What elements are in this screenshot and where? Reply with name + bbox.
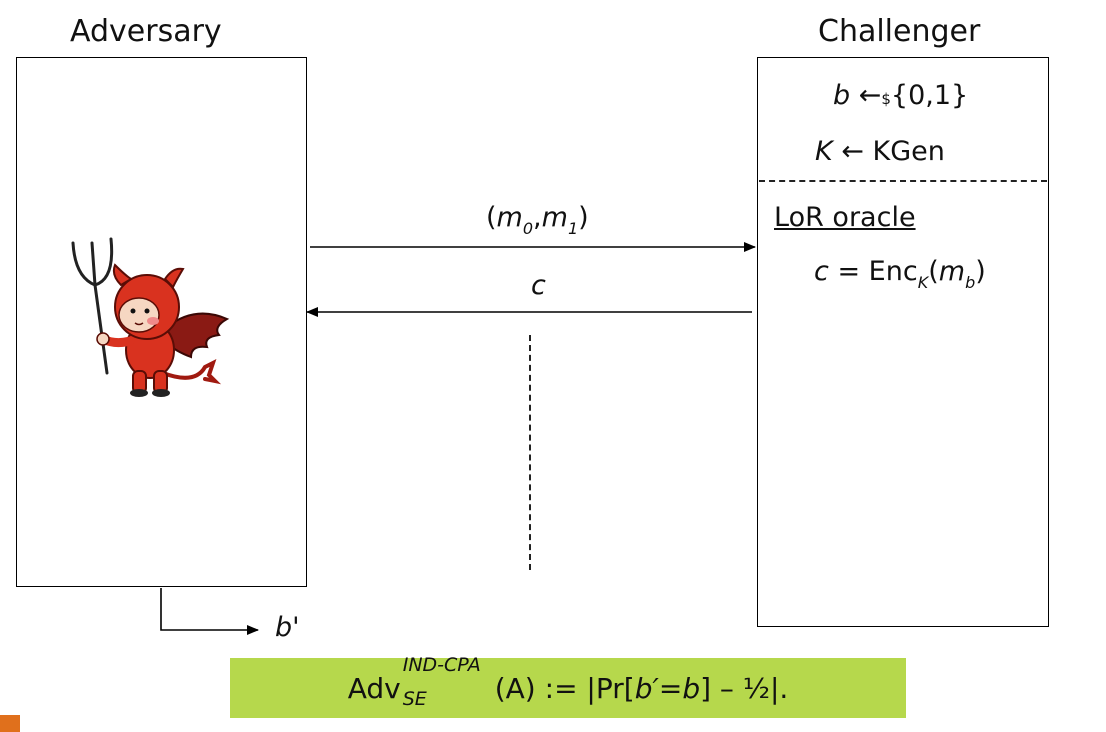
random-symbol: $ bbox=[881, 90, 891, 108]
tail-icon bbox=[161, 359, 222, 385]
devil-character-icon bbox=[71, 237, 230, 397]
paren-open: ( bbox=[486, 202, 497, 233]
var-c: c bbox=[814, 256, 829, 287]
horn-icon bbox=[112, 263, 133, 287]
enc-label: Enc bbox=[868, 256, 918, 287]
slide-corner-accent bbox=[0, 715, 20, 732]
challenger-title: Challenger bbox=[818, 14, 981, 49]
oracle-line: c = EncK(mb) bbox=[814, 256, 986, 292]
adv-b-prime: b′ bbox=[634, 671, 659, 705]
challenger-box bbox=[757, 57, 1049, 627]
response-label: c bbox=[531, 270, 546, 301]
adversary-title: Adversary bbox=[70, 14, 222, 49]
var-k: K bbox=[815, 136, 833, 167]
paren-open: ( bbox=[928, 256, 939, 287]
var-m: m bbox=[938, 256, 966, 287]
bit-set: {0,1} bbox=[890, 80, 969, 111]
message-subscript: b bbox=[965, 273, 976, 292]
adv-b: b bbox=[682, 671, 701, 705]
comma: , bbox=[533, 202, 542, 233]
adv-equals: = bbox=[658, 671, 683, 705]
adv-subscript: SE bbox=[402, 688, 427, 710]
adv-superscript: IND-CPA bbox=[402, 654, 481, 676]
setup-b-line: b ←${0,1} bbox=[833, 80, 968, 111]
kgen-label: KGen bbox=[872, 136, 945, 167]
trident-icon bbox=[71, 237, 114, 375]
m0-var: m bbox=[496, 202, 523, 233]
setup-k-line: K ← KGen bbox=[815, 136, 945, 167]
m0-subscript: 0 bbox=[522, 219, 534, 238]
output-label: b' bbox=[275, 612, 300, 643]
m1-var: m bbox=[541, 202, 568, 233]
horn-icon bbox=[163, 267, 185, 289]
oracle-title: LoR oracle bbox=[774, 202, 916, 233]
paren-close: ) bbox=[975, 256, 986, 287]
challenger-divider bbox=[759, 180, 1047, 182]
query-label: (m0,m1) bbox=[486, 202, 589, 238]
equals-sign: = bbox=[837, 256, 861, 287]
arrow-left: ← bbox=[841, 136, 864, 167]
adv-definition-a: := |Pr[ bbox=[535, 671, 635, 705]
paren-close: ) bbox=[578, 202, 589, 233]
adv-argument: (A) bbox=[494, 671, 536, 705]
continuation-dashes bbox=[529, 335, 531, 570]
output-arrow bbox=[160, 588, 259, 635]
adv-scripts: IND-CPA SE bbox=[401, 654, 501, 710]
var-b: b bbox=[833, 80, 851, 111]
enc-key-subscript: K bbox=[917, 273, 929, 292]
wing-icon bbox=[166, 312, 230, 359]
adv-prefix: Adv bbox=[347, 671, 401, 705]
arrow-left: ← bbox=[858, 80, 882, 111]
m1-subscript: 1 bbox=[567, 219, 579, 238]
adversary-box bbox=[16, 57, 307, 587]
adv-definition-b: ] – ½|. bbox=[700, 671, 789, 705]
